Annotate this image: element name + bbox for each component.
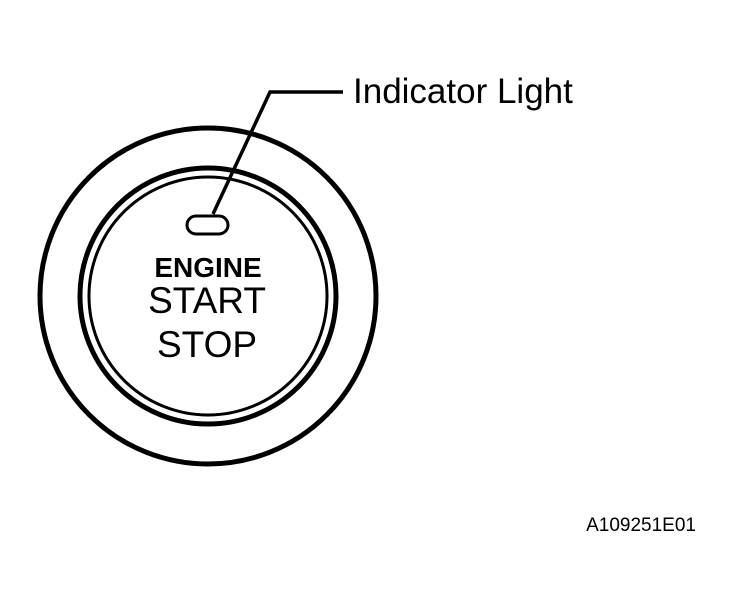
button-text-start: START xyxy=(148,280,266,321)
button-outer-edge xyxy=(77,165,339,427)
button-text-engine: ENGINE xyxy=(154,252,261,283)
button-inner-edge xyxy=(87,175,329,417)
button-text-stop: STOP xyxy=(157,324,257,365)
callout-leader-line xyxy=(211,90,343,215)
figure-code: A109251E01 xyxy=(586,515,696,536)
outer-bezel-ring xyxy=(37,125,379,467)
callout-label: Indicator Light xyxy=(353,72,573,111)
indicator-light-icon xyxy=(185,214,230,236)
